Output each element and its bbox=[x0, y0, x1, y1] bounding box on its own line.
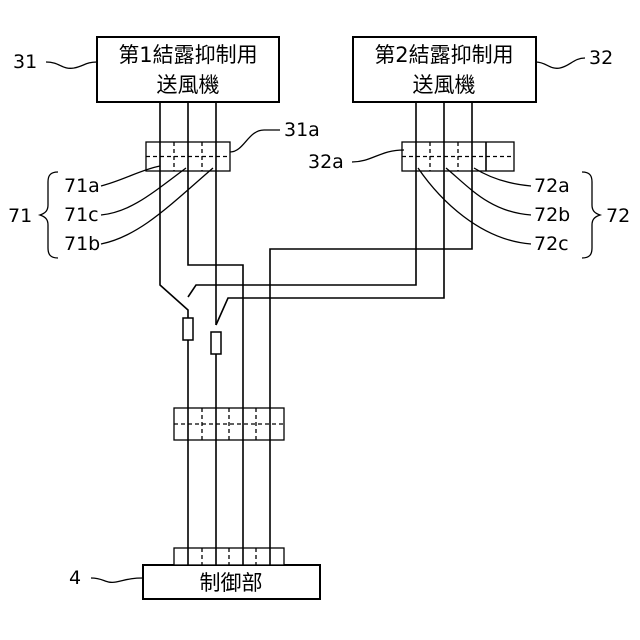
ref-31: 31 bbox=[13, 51, 37, 73]
wire-72c bbox=[270, 171, 472, 408]
controller-connector bbox=[174, 548, 284, 565]
leader-31 bbox=[46, 62, 97, 68]
fan2-label-line2: 送風機 bbox=[413, 73, 476, 97]
fan1-label-line1: 第1結露抑制用 bbox=[118, 43, 257, 67]
leader-72c bbox=[418, 168, 531, 244]
connector-32a bbox=[402, 142, 514, 171]
leader-71c bbox=[101, 168, 186, 215]
controller-unit: 制御部 bbox=[143, 565, 320, 599]
brace-71 bbox=[40, 172, 58, 258]
controller-label: 制御部 bbox=[200, 571, 263, 595]
ref-71a: 71a bbox=[64, 175, 100, 197]
relay-connector bbox=[174, 408, 284, 440]
ref-71c: 71c bbox=[64, 204, 99, 226]
ref-32a: 32a bbox=[308, 151, 344, 173]
fuse-1 bbox=[183, 318, 193, 340]
ref-31a: 31a bbox=[284, 119, 320, 141]
leader-32 bbox=[536, 58, 585, 68]
fuse-2 bbox=[211, 332, 221, 354]
fan1-label-line2: 送風機 bbox=[157, 73, 220, 97]
fan2-unit: 第2結露抑制用 送風機 bbox=[353, 37, 536, 102]
ref-72c: 72c bbox=[534, 233, 569, 255]
wire-72b bbox=[216, 171, 444, 325]
leader-71b bbox=[101, 168, 213, 244]
fan1-unit: 第1結露抑制用 送風機 bbox=[97, 37, 279, 102]
wire-72a bbox=[188, 171, 416, 297]
ref-72a: 72a bbox=[534, 175, 570, 197]
ref-71: 71 bbox=[8, 205, 32, 227]
fan2-label-line1: 第2結露抑制用 bbox=[374, 43, 513, 67]
leader-4 bbox=[91, 578, 143, 582]
leader-32a bbox=[352, 150, 404, 162]
ref-32: 32 bbox=[589, 47, 613, 69]
leader-31a bbox=[230, 130, 280, 152]
ref-72: 72 bbox=[606, 205, 630, 227]
ref-71b: 71b bbox=[64, 233, 100, 255]
brace-72 bbox=[582, 172, 600, 258]
ref-4: 4 bbox=[69, 567, 81, 589]
ref-72b: 72b bbox=[534, 204, 570, 226]
